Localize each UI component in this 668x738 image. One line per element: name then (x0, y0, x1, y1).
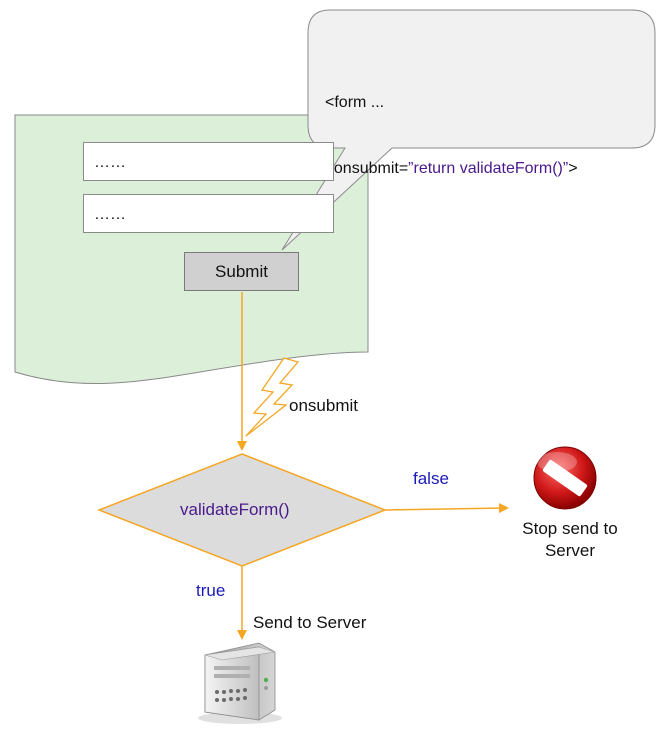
callout-line-1: <form ... (325, 94, 385, 111)
server-icon (198, 642, 282, 724)
submit-button[interactable]: Submit (184, 252, 299, 291)
send-to-server-label: Send to Server (253, 613, 367, 632)
callout-code: ”return validateForm()” (408, 160, 569, 177)
text-input-1[interactable]: …… (83, 142, 334, 181)
callout-line-2-suffix: > (568, 160, 578, 177)
true-label: true (196, 581, 226, 600)
callout-line-2: onsubmit=”return validateForm()”> (325, 158, 578, 180)
lightning-icon (245, 357, 300, 437)
false-arrow (384, 503, 509, 514)
onsubmit-label: onsubmit (289, 396, 358, 415)
stop-label-line-1: Stop send to (522, 519, 618, 538)
stop-label-line-2: Server (544, 541, 596, 560)
callout-bubble (281, 9, 656, 251)
stop-label: Stop send to Server (505, 518, 635, 562)
decision-label: validateForm() (180, 500, 290, 519)
text-input-2[interactable]: …… (83, 194, 334, 233)
callout-line-2-prefix: onsubmit= (325, 160, 409, 177)
false-label: false (413, 469, 449, 488)
stop-icon (533, 446, 597, 510)
callout-text: <form ... onsubmit=”return validateForm(… (325, 48, 578, 202)
form-page-shape (14, 114, 369, 385)
